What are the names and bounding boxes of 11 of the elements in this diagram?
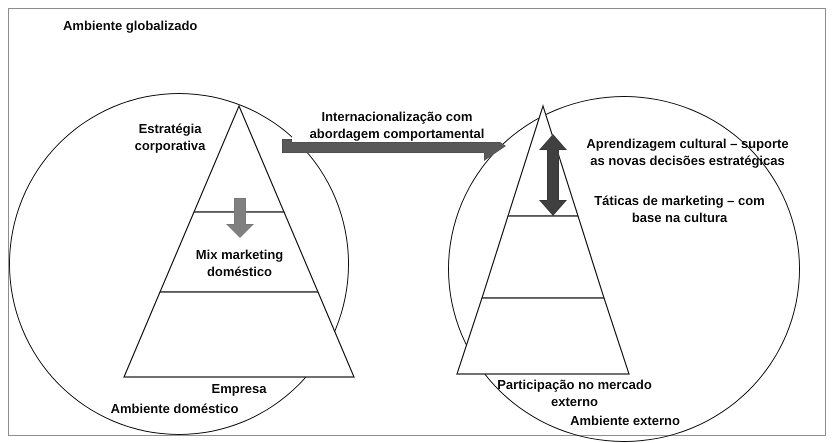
tier-label: Mix marketing doméstico — [194, 246, 284, 280]
tier-label: Empresa — [210, 380, 268, 397]
environment-label: Ambiente globalizado — [63, 17, 198, 34]
environment-label: Ambiente externo — [569, 412, 681, 429]
block-arrow — [226, 198, 254, 238]
tier-label: Estratégia corporativa — [134, 120, 206, 154]
tier-label: Participação no mercado externo — [496, 376, 653, 410]
tier-label: Táticas de marketing – com base na cultura — [593, 192, 766, 226]
double-arrow — [539, 134, 567, 216]
pyramid-tier — [160, 212, 318, 292]
environment-label: Ambiente doméstico — [110, 400, 240, 417]
